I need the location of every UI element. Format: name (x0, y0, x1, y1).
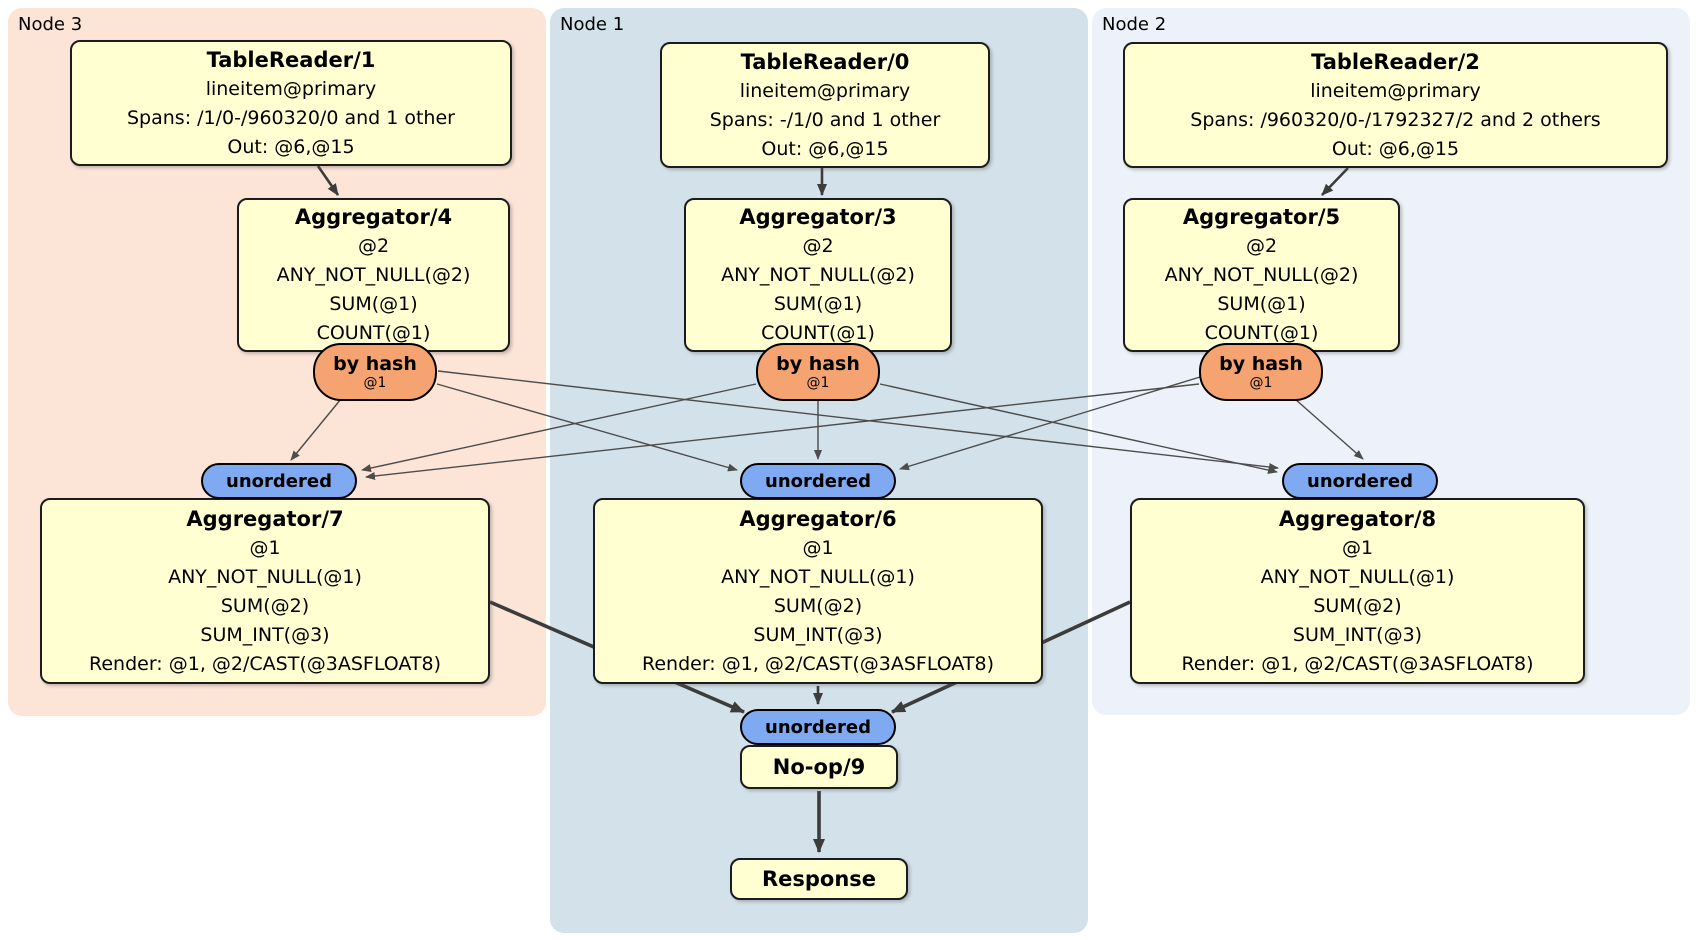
processor-aggregator-4-title: Aggregator/4 (294, 205, 453, 229)
processor-aggregator-3-line: SUM(@1) (773, 293, 863, 315)
router-by-hash-3-label: by hash (776, 353, 860, 375)
processor-aggregator-3-title: Aggregator/3 (739, 205, 897, 229)
processor-aggregator-7-line: @1 (249, 536, 281, 559)
processor-aggregator-5-line: ANY_NOT_NULL(@2) (1164, 264, 1359, 286)
processor-aggregator-5-line: @2 (1245, 235, 1278, 257)
processor-aggregator-4-line: SUM(@1) (329, 293, 418, 315)
processor-tablereader-0-line: lineitem@primary (739, 79, 911, 102)
processor-tablereader-0-title: TableReader/0 (740, 49, 910, 74)
processor-aggregator-6-line: SUM_INT(@3) (753, 623, 883, 646)
sync-unordered-6-label: unordered (765, 470, 871, 492)
processor-aggregator-7-line: SUM_INT(@3) (200, 623, 330, 646)
router-by-hash-3: by hash@1 (756, 343, 880, 401)
processor-aggregator-6-line: ANY_NOT_NULL(@1) (721, 565, 915, 588)
processor-aggregator-7-title: Aggregator/7 (186, 506, 344, 531)
region-node-3-label: Node 3 (18, 14, 83, 35)
processor-aggregator-8-line: @1 (1341, 536, 1374, 559)
processor-response: Response (730, 858, 908, 900)
processor-aggregator-8-line: SUM_INT(@3) (1292, 623, 1423, 646)
sync-unordered-9-label: unordered (765, 716, 871, 738)
processor-aggregator-5-title: Aggregator/5 (1182, 205, 1341, 229)
processor-aggregator-8-title: Aggregator/8 (1278, 506, 1437, 531)
region-node-2-label: Node 2 (1102, 14, 1167, 35)
processor-noop-9-title: No-op/9 (772, 755, 866, 779)
processor-aggregator-5-line: COUNT(@1) (1204, 322, 1319, 344)
processor-aggregator-4-line: ANY_NOT_NULL(@2) (276, 264, 471, 286)
processor-response-title: Response (761, 867, 877, 891)
processor-tablereader-0-line: Out: @6,@15 (761, 137, 889, 160)
sync-unordered-9: unordered (740, 709, 896, 745)
sync-unordered-7-label: unordered (226, 470, 332, 492)
processor-aggregator-6-title: Aggregator/6 (739, 506, 897, 531)
processor-aggregator-4-line: COUNT(@1) (316, 322, 431, 344)
sync-unordered-6: unordered (740, 463, 896, 499)
processor-tablereader-2-line: Spans: /960320/0-/1792327/2 and 2 others (1190, 108, 1601, 131)
sync-unordered-7: unordered (201, 463, 357, 499)
router-by-hash-4-stream: @1 (363, 375, 387, 391)
processor-aggregator-7-line: SUM(@2) (220, 594, 310, 617)
processor-tablereader-2-line: lineitem@primary (1310, 79, 1481, 102)
processor-aggregator-3-line: @2 (802, 235, 834, 257)
processor-tablereader-1-title: TableReader/1 (206, 47, 376, 72)
processor-noop-9: No-op/9 (740, 745, 898, 789)
processor-tablereader-0-line: Spans: -/1/0 and 1 other (709, 108, 941, 131)
processor-aggregator-3-line: COUNT(@1) (761, 322, 875, 344)
processor-aggregator-3-line: ANY_NOT_NULL(@2) (721, 264, 915, 286)
processor-tablereader-1-line: lineitem@primary (205, 77, 377, 100)
processor-aggregator-8-line: SUM(@2) (1313, 594, 1402, 617)
region-node-1-label: Node 1 (560, 14, 625, 35)
router-by-hash-4: by hash@1 (313, 343, 437, 401)
sync-unordered-8: unordered (1282, 463, 1438, 499)
processor-aggregator-5-line: SUM(@1) (1217, 293, 1306, 315)
router-by-hash-5-label: by hash (1219, 353, 1303, 375)
processor-tablereader-1-line: Out: @6,@15 (227, 135, 355, 158)
router-by-hash-4-label: by hash (333, 353, 417, 375)
router-by-hash-3-stream: @1 (806, 375, 830, 391)
processor-aggregator-7-line: ANY_NOT_NULL(@1) (168, 565, 362, 588)
processor-tablereader-2-line: Out: @6,@15 (1331, 137, 1460, 160)
processor-aggregator-8-line: ANY_NOT_NULL(@1) (1260, 565, 1455, 588)
processor-aggregator-7-line: Render: @1, @2/CAST(@3ASFLOAT8) (89, 652, 441, 675)
processor-tablereader-1-line: Spans: /1/0-/960320/0 and 1 other (127, 106, 455, 129)
processor-aggregator-6-line: SUM(@2) (773, 594, 863, 617)
processor-aggregator-6-line: @1 (802, 536, 834, 559)
router-by-hash-5: by hash@1 (1199, 343, 1323, 401)
processor-aggregator-8-line: Render: @1, @2/CAST(@3ASFLOAT8) (1181, 652, 1534, 675)
processor-tablereader-2-title: TableReader/2 (1311, 49, 1480, 74)
sync-unordered-8-label: unordered (1307, 470, 1413, 492)
processor-aggregator-6-line: Render: @1, @2/CAST(@3ASFLOAT8) (642, 652, 994, 675)
processor-aggregator-4-line: @2 (357, 235, 390, 257)
router-by-hash-5-stream: @1 (1249, 375, 1273, 391)
